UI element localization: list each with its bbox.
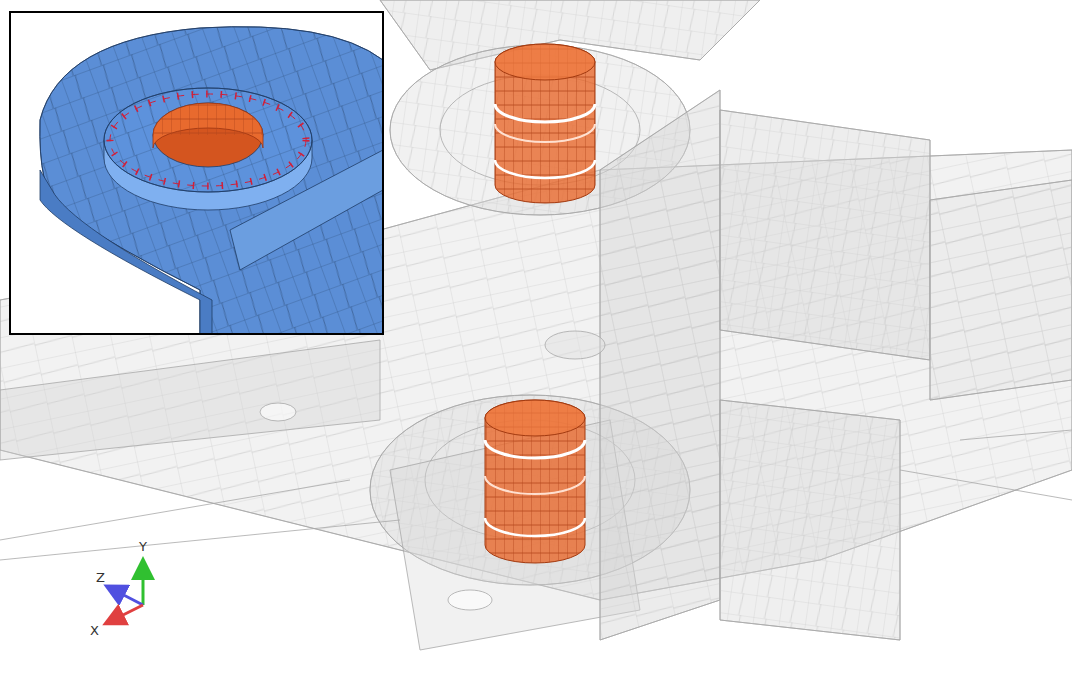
axis-label: Z: [96, 571, 105, 584]
axis-label: Y: [139, 540, 147, 553]
axis-label: X: [90, 624, 99, 637]
